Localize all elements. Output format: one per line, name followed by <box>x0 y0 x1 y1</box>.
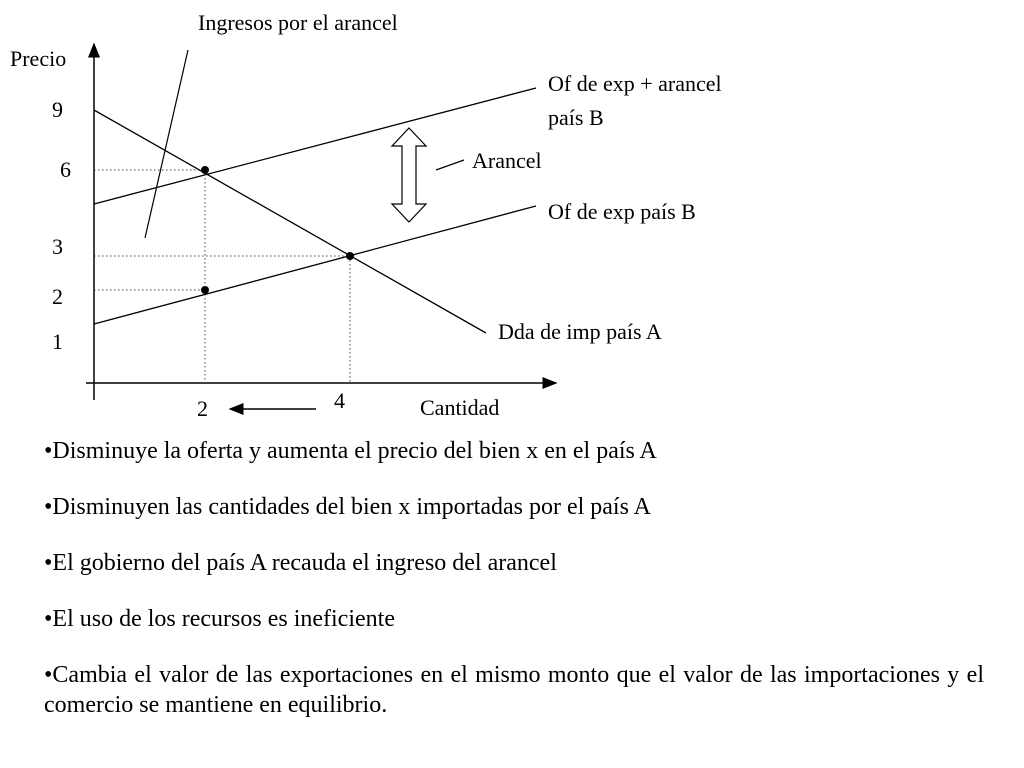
tariff-revenue-label: Ingresos por el arancel <box>198 10 398 35</box>
tariff-revenue-pointer <box>144 49 189 239</box>
y-tick-label: 3 <box>52 234 63 259</box>
tariff-diagram: Precio Cantidad 9 6 3 2 1 2 4 Of de exp … <box>10 10 727 421</box>
demand-curve <box>93 109 487 334</box>
y-axis-label: Precio <box>10 46 66 71</box>
tariff-double-arrow-icon <box>390 127 428 223</box>
supply-tariff-label-line1: Of de exp + arancel <box>548 71 722 96</box>
supply-curve <box>93 205 537 325</box>
equilibrium-point-tariff <box>201 166 209 174</box>
y-tick-label: 6 <box>60 157 71 182</box>
equilibrium-point-free-trade <box>346 252 354 260</box>
tariff-label: Arancel <box>472 148 542 173</box>
y-tick-label: 2 <box>52 284 63 309</box>
tariff-pointer <box>435 159 465 171</box>
supply-tariff-label: Of de exp + arancel país B <box>548 71 727 130</box>
bullet-list: •Disminuye la oferta y aumenta el precio… <box>44 436 984 746</box>
y-tick-label: 9 <box>52 97 63 122</box>
x-tick-label: 4 <box>334 388 345 413</box>
bullet-item: •El uso de los recursos es ineficiente <box>44 606 395 632</box>
bullet-item: •Cambia el valor de las exportaciones en… <box>44 662 984 718</box>
bullet-item: •Disminuyen las cantidades del bien x im… <box>44 494 651 520</box>
guide-lines <box>94 169 351 383</box>
demand-label: Dda de imp país A <box>498 319 662 344</box>
supply-tariff-label-line2: país B <box>548 105 604 130</box>
bullet-item: •El gobierno del país A recauda el ingre… <box>44 550 557 576</box>
supply-label: Of de exp país B <box>548 199 696 224</box>
bullet-item: •Disminuye la oferta y aumenta el precio… <box>44 438 657 464</box>
supply-tariff-curve <box>93 87 537 205</box>
x-tick-label: 2 <box>197 396 208 421</box>
x-axis-label: Cantidad <box>420 395 499 420</box>
supply-point-new-quantity <box>201 286 209 294</box>
y-tick-label: 1 <box>52 329 63 354</box>
